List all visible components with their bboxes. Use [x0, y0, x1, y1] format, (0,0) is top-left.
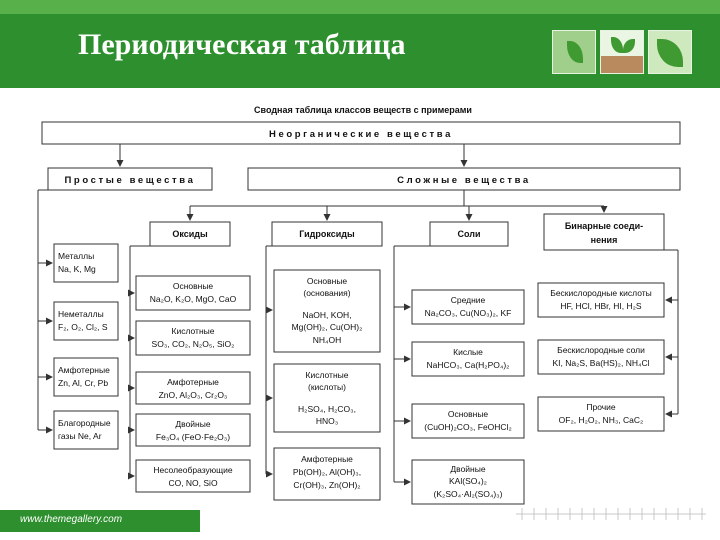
hydroxide-bases-subtitle: (основания) [303, 288, 350, 298]
footer-bar [0, 510, 200, 532]
oxide-item-acidic [135, 320, 251, 356]
sprout-photo [600, 30, 644, 74]
oxide-item-double-examples: Fe₃O₄ (FeO·Fe₂O₃) [156, 432, 230, 442]
salt-item-basic [411, 403, 525, 439]
hydroxide-amph-ex-2: Cr(OH)₃, Zn(OH)₂ [293, 480, 360, 490]
salt-item-double [411, 459, 525, 505]
page-title: Периодическая таблица [78, 28, 406, 61]
hydroxide-item-acids [273, 363, 381, 433]
oxide-item-amphoteric-title: Амфотерные [167, 377, 219, 387]
binary-salts-title: Бескислородные соли [557, 345, 645, 355]
oxide-item-double-title: Двойные [175, 419, 210, 429]
oxide-item-nonsalt-title: Несолеобразующие [153, 465, 233, 475]
binary-item-other [537, 396, 665, 432]
simple-item-noble-gases [53, 410, 119, 450]
leaf-photo [648, 30, 692, 74]
salt-acid-examples: NaHCO₃, Ca(H₂PO₄)₂ [427, 360, 510, 370]
binary-other-title: Прочие [586, 402, 616, 412]
simple-substances-label: Простые вещества [65, 175, 196, 186]
salt-item-normal [411, 289, 525, 325]
oxide-item-basic-title: Основные [173, 281, 214, 291]
salt-normal-title: Средние [451, 295, 486, 305]
oxide-item-nonsalt-examples: CO, NO, SiO [168, 478, 218, 488]
simple-item-noble-title: Благородные [58, 418, 111, 428]
hydroxide-acids-subtitle: (кислоты) [308, 382, 346, 392]
oxide-item-amphoteric [135, 371, 251, 405]
salt-double-title: Двойные [450, 464, 485, 474]
hydroxide-amph-ex-1: Pb(OH)₂, Al(OH)₃, [293, 467, 361, 477]
root-box [41, 121, 681, 145]
salts-box [429, 221, 509, 247]
salt-basic-title: Основные [448, 409, 489, 419]
oxide-item-basic-examples: Na₂O, K₂O, MgO, CaO [150, 294, 237, 304]
oxide-item-acidic-examples: SO₃, CO₂, N₂O₅, SiO₂ [152, 339, 235, 349]
hydroxides-label: Гидроксиды [299, 229, 355, 239]
hydroxide-item-amphoteric [273, 447, 381, 501]
salt-double-ex-1: KAl(SO₄)₂ [449, 476, 487, 486]
binary-label-line-2: нения [591, 235, 618, 245]
salt-double-ex-2: (K₂SO₄·Al₂(SO₄)₃) [434, 489, 503, 499]
salt-acid-title: Кислые [453, 347, 483, 357]
footer-url: www.themegallery.com [20, 514, 123, 525]
oxide-item-amphoteric-examples: ZnO, Al₂O₃, Cr₂O₃ [159, 390, 228, 400]
simple-item-amphoteric-examples: Zn, Al, Cr, Pb [58, 378, 108, 388]
binary-salts-examples: KI, Na₂S, Ba(HS)₂, NH₄Cl [553, 358, 650, 368]
oxide-item-basic [135, 275, 251, 311]
diagram-caption: Сводная таблица классов веществ с пример… [254, 105, 472, 115]
leaf-ornament [516, 508, 706, 520]
header-band [0, 0, 720, 14]
hydroxide-bases-ex-2: Mg(OH)₂, Cu(OH)₂ [292, 322, 363, 332]
oxide-item-double [135, 413, 251, 447]
hydroxide-bases-title: Основные [307, 276, 348, 286]
simple-item-amphoteric-title: Амфотерные [58, 365, 110, 375]
oxide-item-acidic-title: Кислотные [172, 326, 215, 336]
salt-item-acid [411, 341, 525, 377]
salt-normal-examples: Na₂CO₃, Cu(NO₃)₂, KF [425, 308, 512, 318]
oxides-box [149, 221, 231, 247]
hydroxide-amph-title: Амфотерные [301, 454, 353, 464]
simple-item-noble-examples: газы Ne, Ar [58, 431, 102, 441]
hydroxide-acids-ex-1: H₂SO₄, H₂CO₃, [298, 404, 356, 414]
salts-label: Соли [457, 229, 480, 239]
simple-item-nonmetals [53, 301, 119, 341]
simple-item-nonmetals-examples: F₂, O₂, Cl₂, S [58, 322, 108, 332]
simple-item-metals-examples: Na, K, Mg [58, 264, 96, 274]
binary-box [543, 213, 665, 251]
simple-item-amphoteric [53, 357, 119, 397]
binary-acids-title: Бескислородные кислоты [550, 288, 652, 298]
hydroxide-item-bases [273, 269, 381, 353]
binary-acids-examples: HF, HCl, HBr, HI, H₂S [560, 301, 642, 311]
oxide-item-non-salt-forming [135, 459, 251, 493]
simple-item-nonmetals-title: Неметаллы [58, 309, 104, 319]
hydroxide-acids-title: Кислотные [306, 370, 349, 380]
binary-other-examples: OF₂, H₂O₂, NH₃, CaC₂ [559, 415, 644, 425]
binary-label-line-1: Бинарные соеди- [565, 221, 643, 231]
hydroxide-bases-ex-3: NH₄OH [313, 335, 342, 345]
binary-item-oxygen-free-acids [537, 282, 665, 318]
simple-item-metals [53, 243, 119, 283]
binary-item-oxygen-free-salts [537, 339, 665, 375]
hydroxide-bases-ex-1: NaOH, KOH, [302, 310, 351, 320]
hydroxides-box [271, 221, 383, 247]
simple-substances-box [47, 167, 213, 191]
complex-substances-label: Сложные вещества [397, 175, 531, 186]
simple-item-metals-title: Металлы [58, 251, 94, 261]
salt-basic-examples: (CuOH)₂CO₃, FeOHCl₂ [424, 422, 512, 432]
oxides-label: Оксиды [172, 229, 208, 239]
seedling-photo [552, 30, 596, 74]
hydroxide-acids-ex-2: HNO₃ [316, 416, 338, 426]
root-label: Неорганические вещества [269, 129, 453, 140]
